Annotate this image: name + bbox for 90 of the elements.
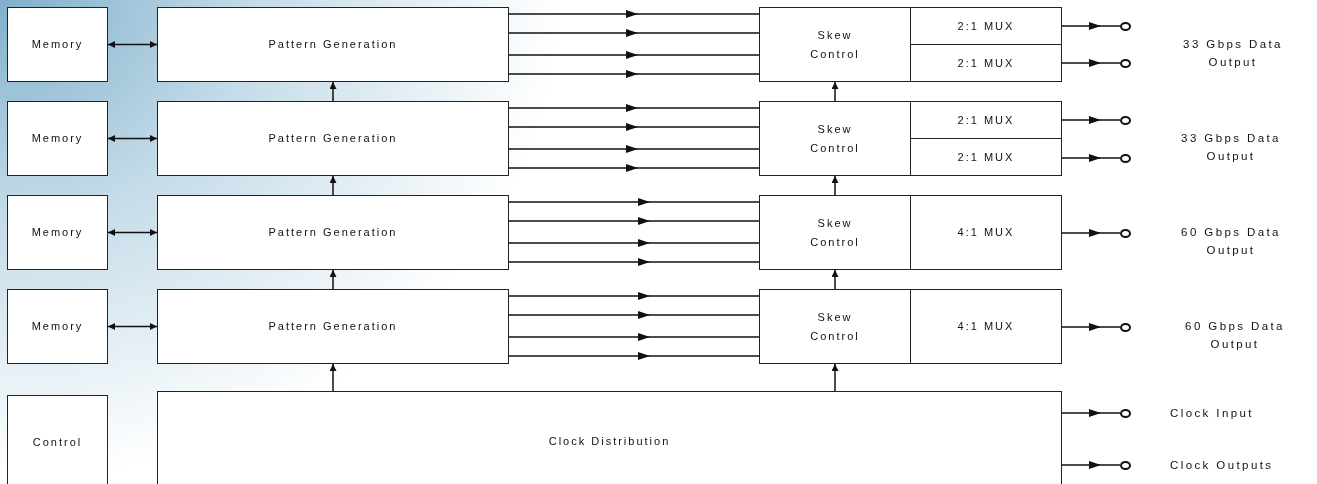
connector-arrow [508, 164, 760, 172]
connector-arrow [508, 258, 760, 266]
terminal-circle [1120, 408, 1131, 418]
block-box [157, 7, 509, 82]
connector-arrow [508, 333, 760, 341]
block-label: Skew Control [809, 27, 861, 62]
output-label: 60 Gbps Data Output [1180, 225, 1282, 258]
block-box [910, 7, 1062, 45]
output-label: Clock Input [1170, 406, 1255, 421]
block-label: Memory [30, 319, 85, 334]
connector-arrow [107, 135, 158, 142]
connector-arrow [508, 292, 760, 300]
connector-arrow [1061, 154, 1121, 162]
block-box [157, 391, 1062, 484]
block-label: Skew Control [809, 215, 861, 250]
block-box [7, 289, 108, 364]
block-box [157, 289, 509, 364]
connector-arrow [1061, 323, 1121, 331]
connector-arrow [508, 311, 760, 319]
connector-arrow [107, 323, 158, 330]
block-box [910, 101, 1062, 139]
block-box [910, 289, 1062, 364]
block-label: Clock Distribution [547, 433, 672, 449]
block-box [7, 101, 108, 176]
connector-arrow [508, 145, 760, 153]
connector-arrow [508, 239, 760, 247]
block-box [910, 44, 1062, 82]
block-label: 2:1 MUX [956, 55, 1016, 71]
block-box [157, 101, 509, 176]
connector-arrow [1061, 116, 1121, 124]
connector-arrow [831, 175, 839, 196]
block-label: Pattern Generation [267, 319, 399, 334]
connector-arrow [1061, 409, 1121, 417]
connector-arrow [508, 123, 760, 131]
connector-arrow [329, 269, 337, 290]
terminal-circle [1120, 21, 1131, 31]
block-label: 2:1 MUX [956, 18, 1016, 34]
connector-arrow [831, 269, 839, 290]
block-box [759, 289, 911, 364]
connector-arrow [1061, 229, 1121, 237]
block-box [759, 195, 911, 270]
block-box [7, 195, 108, 270]
connector-arrow [508, 51, 760, 59]
connector-arrow [1061, 461, 1121, 469]
output-label: 33 Gbps Data Output [1180, 131, 1282, 164]
connector-arrow [508, 70, 760, 78]
block-label: 4:1 MUX [956, 319, 1016, 334]
block-box [910, 195, 1062, 270]
terminal-circle [1120, 115, 1131, 125]
block-label: 2:1 MUX [956, 112, 1016, 128]
connector-arrow [831, 81, 839, 102]
block-box [7, 395, 108, 484]
block-label: 2:1 MUX [956, 149, 1016, 165]
output-label: 33 Gbps Data Output [1182, 37, 1284, 70]
terminal-circle [1120, 58, 1131, 68]
connector-arrow [1061, 22, 1121, 30]
terminal-circle [1120, 153, 1131, 163]
block-label: 4:1 MUX [956, 225, 1016, 240]
connector-arrow [1061, 59, 1121, 67]
output-label: Clock Outputs [1170, 458, 1275, 473]
connector-arrow [508, 104, 760, 112]
block-label: Memory [30, 37, 85, 52]
block-label: Control [31, 435, 84, 450]
output-label: 60 Gbps Data Output [1184, 319, 1286, 352]
terminal-circle [1120, 322, 1131, 332]
connector-arrow [508, 352, 760, 360]
block-box [759, 7, 911, 82]
block-box [7, 7, 108, 82]
block-box [157, 195, 509, 270]
terminal-circle [1120, 228, 1131, 238]
block-label: Pattern Generation [267, 131, 399, 146]
connector-arrow [329, 175, 337, 196]
connector-arrow [508, 29, 760, 37]
block-label: Memory [30, 225, 85, 240]
connector-arrow [831, 363, 839, 392]
block-box [759, 101, 911, 176]
connector-arrow [508, 217, 760, 225]
connector-arrow [107, 41, 158, 48]
connector-arrow [107, 229, 158, 236]
block-label: Skew Control [809, 309, 861, 344]
block-label: Skew Control [809, 121, 861, 156]
connector-arrow [508, 198, 760, 206]
connector-arrow [329, 363, 337, 392]
connector-arrow [329, 81, 337, 102]
block-box [910, 138, 1062, 176]
block-label: Pattern Generation [267, 225, 399, 240]
block-label: Memory [30, 131, 85, 146]
block-label: Pattern Generation [267, 37, 399, 52]
terminal-circle [1120, 460, 1131, 470]
connector-arrow [508, 10, 760, 18]
